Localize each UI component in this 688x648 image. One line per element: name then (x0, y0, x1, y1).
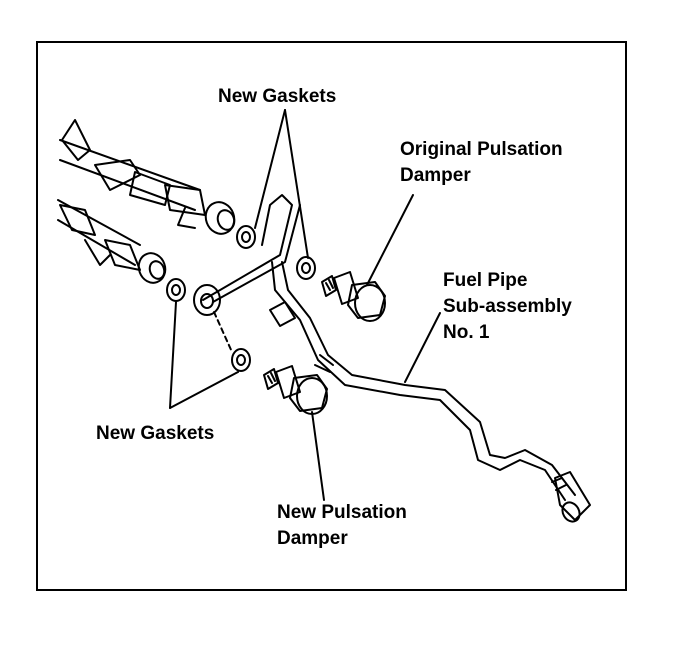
leader-new-gaskets-bottom-left (169, 301, 177, 409)
lower-fuel-rail (57, 199, 167, 284)
leader-new-damper (311, 411, 325, 501)
leader-fuel-pipe (404, 312, 441, 383)
original-pulsation-damper (321, 271, 386, 322)
label-original-damper-line1: Original Pulsation (400, 139, 563, 160)
gasket-lower-right (231, 348, 251, 372)
leader-new-gaskets-bottom-right (169, 371, 239, 409)
label-fuel-pipe-line1: Fuel Pipe (443, 270, 528, 291)
label-new-gaskets-top: New Gaskets (218, 86, 337, 107)
gasket-upper-left (236, 225, 256, 249)
leader-original-damper (366, 194, 414, 286)
label-fuel-pipe-line3: No. 1 (443, 322, 490, 343)
label-new-damper-line2: Damper (277, 528, 348, 549)
alignment-dashed-line (213, 311, 233, 353)
gaskets (166, 225, 316, 372)
label-original-damper-line2: Damper (400, 165, 471, 186)
leader-new-gaskets-top-right (284, 109, 309, 259)
leader-new-gaskets-top-left (254, 109, 286, 229)
label-new-damper-line1: New Pulsation (277, 502, 407, 523)
figure-frame (36, 41, 627, 591)
upper-fuel-rail (59, 119, 236, 235)
label-fuel-pipe-line2: Sub-assembly (443, 296, 572, 317)
label-new-gaskets-bottom: New Gaskets (96, 423, 215, 444)
leader-lines (169, 109, 441, 501)
gasket-lower-left (166, 278, 186, 302)
new-pulsation-damper (263, 365, 328, 415)
gasket-upper-right (296, 256, 316, 280)
fuel-pipe (193, 194, 591, 523)
